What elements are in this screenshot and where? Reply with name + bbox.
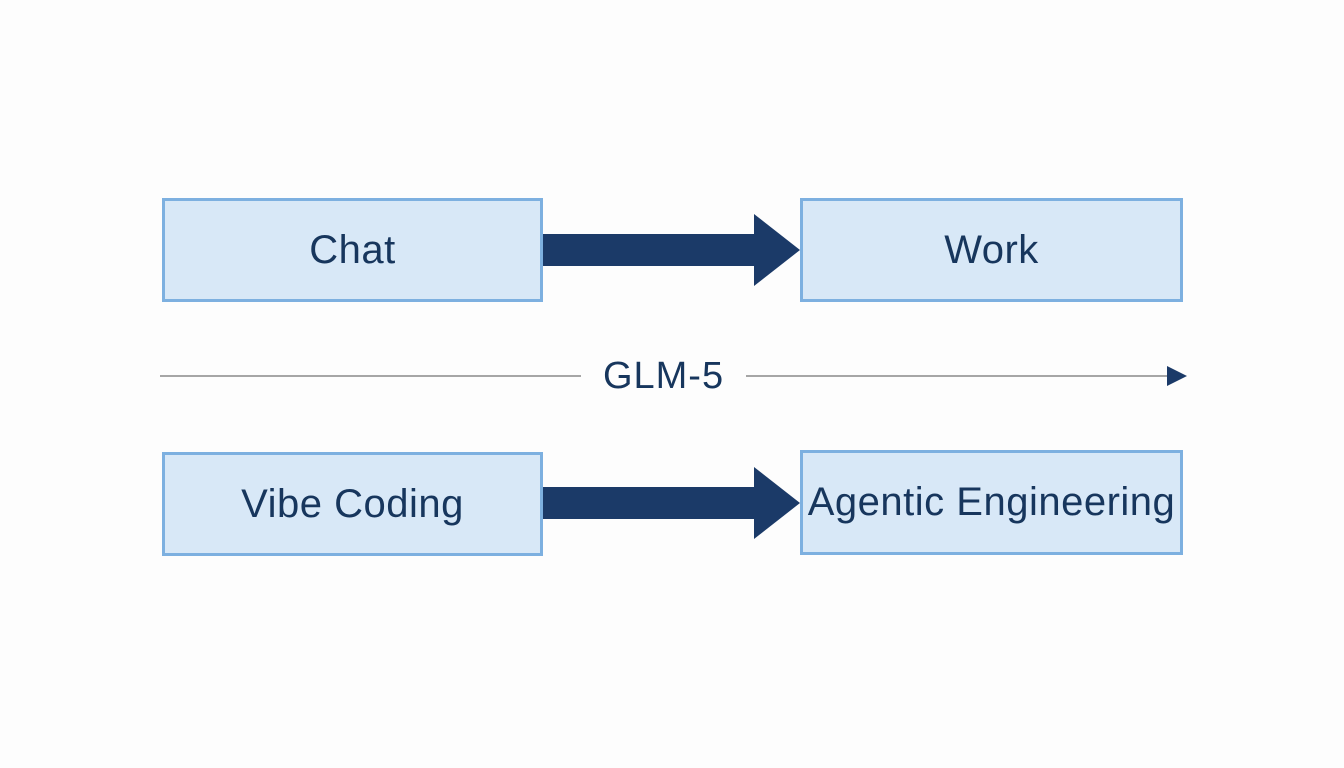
- axis-arrowhead-icon: [1167, 366, 1188, 386]
- axis-line-right: [746, 375, 1168, 377]
- axis-line-left: [160, 375, 581, 377]
- work-box: Work: [800, 198, 1183, 302]
- arrow-vibe-to-agentic: [543, 451, 800, 555]
- chat-box: Chat: [162, 198, 543, 302]
- vibe-coding-box: Vibe Coding: [162, 452, 543, 556]
- arrow-chat-to-work: [543, 198, 800, 302]
- arrow-head-icon: [754, 214, 800, 286]
- arrow-shaft: [543, 487, 754, 519]
- arrow-shaft: [543, 234, 754, 266]
- agentic-engineering-box: Agentic Engineering: [800, 450, 1183, 555]
- arrow-head-icon: [754, 467, 800, 539]
- glm5-axis: GLM-5: [160, 348, 1188, 404]
- axis-label: GLM-5: [602, 354, 725, 397]
